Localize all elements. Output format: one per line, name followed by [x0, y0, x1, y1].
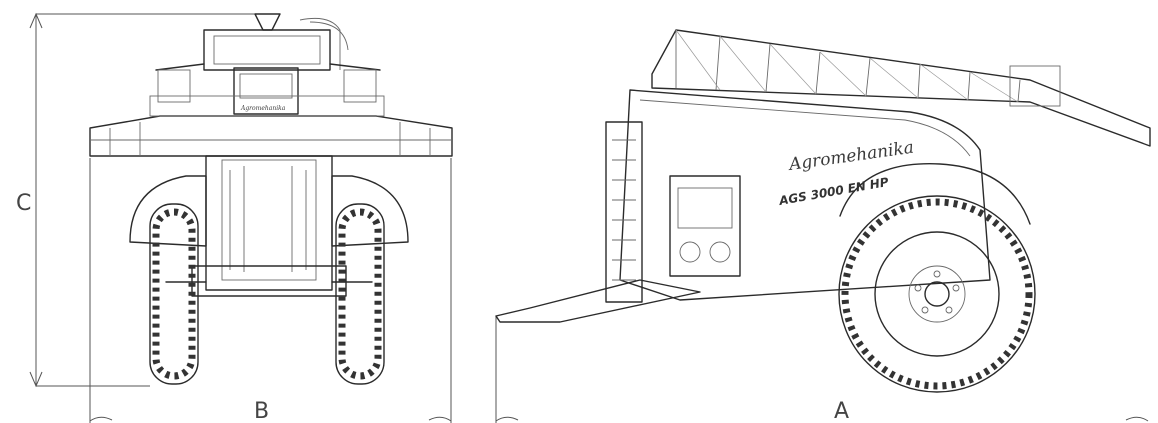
side-brand-label: Agromehanika [786, 138, 915, 176]
dimension-c-label: C [16, 191, 31, 216]
dimension-c: C [16, 12, 266, 388]
dimension-b-label: B [254, 399, 269, 423]
dimension-a: A [495, 316, 1149, 423]
dimension-b: B [89, 158, 452, 423]
sprayer-front-view: Agromehanika [89, 13, 453, 385]
front-brand-label: Agromehanika [240, 105, 286, 112]
sprayer-side-view: Agromehanika AGS 3000 EN HP [495, 29, 1151, 393]
model-label: AGS 3000 EN HP [777, 175, 890, 208]
dimension-a-label: A [834, 399, 849, 423]
